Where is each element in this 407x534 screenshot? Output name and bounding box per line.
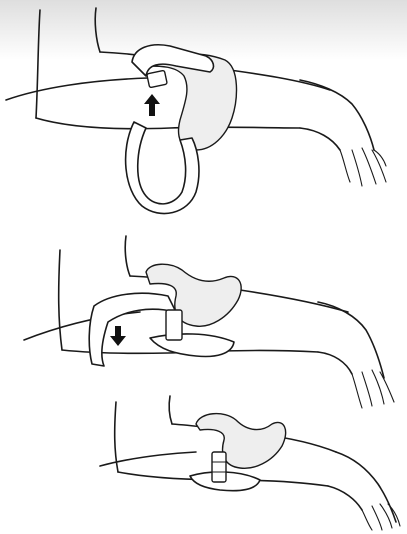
panel-step-2: [24, 236, 394, 408]
shoulder-line-2: [125, 236, 130, 276]
tube-line-3: [100, 452, 196, 466]
buckle-2: [166, 310, 182, 340]
tube-line-1: [6, 78, 148, 100]
hand-fingers-1: [340, 148, 386, 186]
panel-step-3: [100, 396, 400, 530]
forearm-top-1: [300, 80, 374, 150]
hand-fingers-2: [352, 370, 394, 408]
forearm-bottom-3: [328, 486, 362, 510]
buckle-1: [147, 70, 168, 87]
cuff-pad-3: [196, 414, 286, 469]
tube-line-2: [24, 312, 140, 340]
arrow-up-icon: [144, 94, 160, 116]
forearm-bottom-1: [300, 128, 340, 150]
top-shading: [0, 0, 407, 60]
forearm-top-3: [336, 452, 396, 522]
arrow-down-icon: [110, 326, 126, 346]
strap-flap-2: [89, 293, 176, 366]
forearm-top-2: [318, 302, 384, 378]
shoulder-line-3: [169, 396, 172, 424]
torso-outline-2: [59, 250, 62, 350]
buckle-3: [212, 452, 226, 482]
forearm-bottom-2: [318, 352, 352, 374]
arm-bottom-1: [36, 118, 300, 129]
